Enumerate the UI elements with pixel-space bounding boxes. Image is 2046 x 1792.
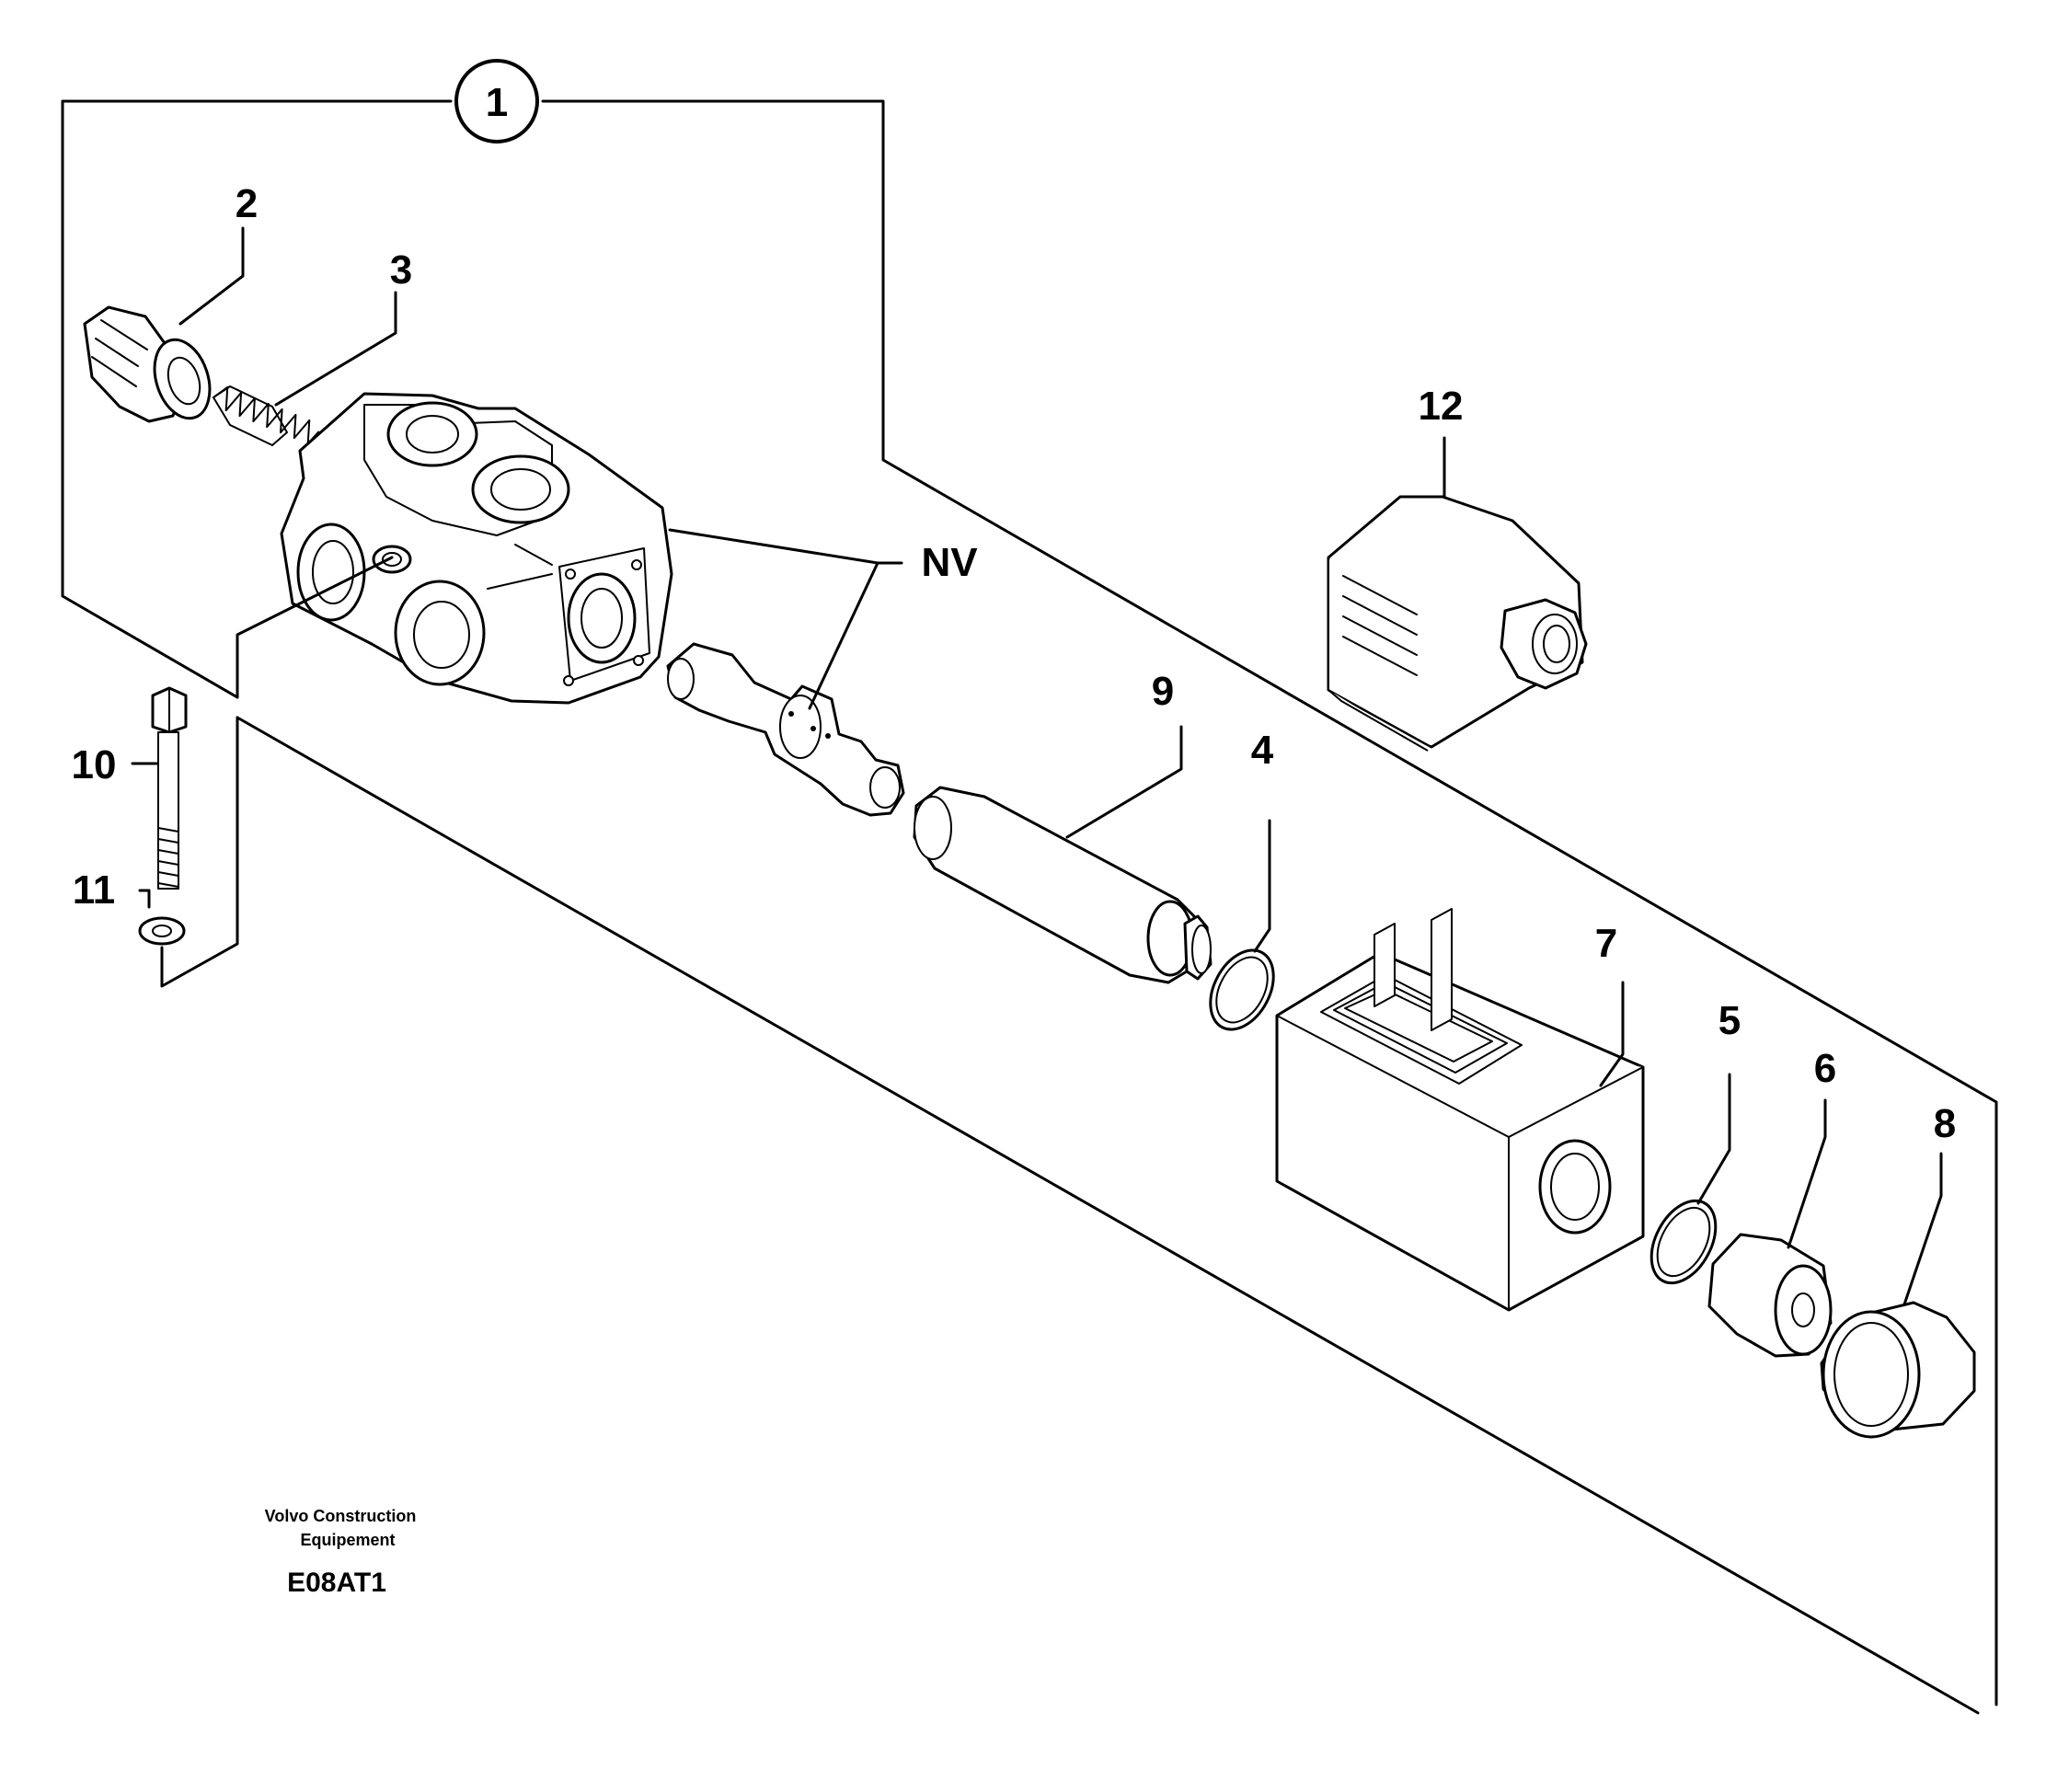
callout-9-label: 9 [1152,669,1174,714]
callout-10-label: 10 [72,742,117,787]
part-5-o-ring [1649,1199,1718,1285]
nv-spool [666,642,905,817]
part-9-tube [913,786,1213,984]
part-7-coil [1275,908,1645,1312]
leader-2 [178,226,245,326]
part-2-cap [83,305,212,423]
leader-6 [1787,1098,1827,1249]
part-3-spring [213,385,320,446]
leader-8 [1902,1152,1943,1306]
caption-brand-line1: Volvo Construction [265,1507,417,1525]
callout-5-label: 5 [1718,998,1741,1043]
leader-nv [668,528,903,565]
part-12-plug-connector [1327,495,1588,752]
callout-11-label: 11 [73,867,116,913]
callout-1-label: 1 [486,80,508,125]
part-6-nut [1707,1233,1833,1358]
leader-valve-to-10 [236,556,394,664]
part-11-washer [138,916,186,946]
callout-4-label: 4 [1251,728,1274,773]
leader-4 [1253,819,1271,953]
callout-2-label: 2 [236,181,258,226]
leader-9 [1065,725,1183,839]
callout-7-label: 7 [1595,921,1617,966]
leader-7 [1599,981,1625,1087]
callout-3-label: 3 [390,247,412,293]
caption-figure-code: E08AT1 [287,1568,386,1598]
part-8-end-cap [1820,1301,1976,1439]
callout-6-label: 6 [1814,1046,1836,1091]
leader-5 [1696,1073,1731,1205]
valve-body [280,392,673,705]
callout-12-label: 12 [1419,384,1464,429]
callout-8-label: 8 [1934,1101,1956,1146]
leader-nv-2 [808,561,879,710]
figure-caption: Volvo Construction Equipement E08AT1 [265,1507,417,1598]
callout-1: 1 [454,59,539,144]
assembly-group-outline [61,99,1998,1715]
part-4-o-ring [1209,948,1275,1031]
callout-nv-label: NV [921,540,978,585]
leader-11 [138,889,151,909]
caption-brand-line2: Equipement [300,1531,395,1549]
part-10-bolt [151,686,188,890]
leader-3 [274,291,397,407]
